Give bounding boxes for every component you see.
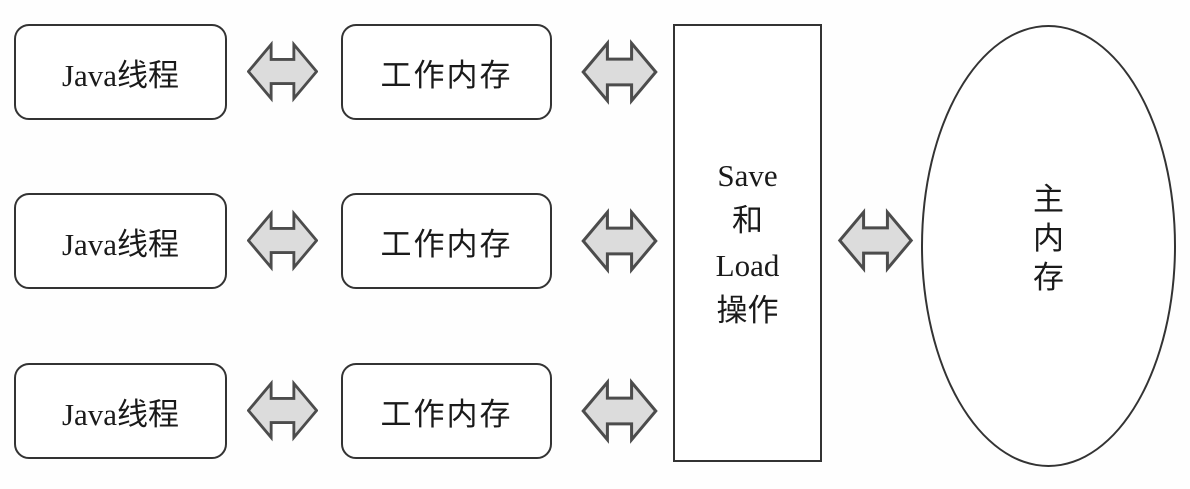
main-memory-label: 主 内 存 xyxy=(1033,180,1064,297)
double-arrow-icon xyxy=(247,209,318,272)
main-memory-char: 存 xyxy=(1033,259,1064,295)
double-arrow-icon xyxy=(247,40,318,103)
save-load-line: 和 xyxy=(732,203,763,238)
double-arrow-icon xyxy=(581,39,658,105)
java-thread-box-1: Java线程 xyxy=(14,24,227,120)
save-load-line: 操作 xyxy=(716,293,779,328)
java-thread-label: Java线程 xyxy=(61,57,180,93)
main-memory-char: 主 xyxy=(1033,181,1064,217)
save-load-box: Save 和 Load 操作 xyxy=(673,24,822,462)
main-memory-ellipse: 主 内 存 xyxy=(921,25,1176,467)
working-memory-box-3: 工作内存 xyxy=(341,363,552,459)
double-arrow-icon xyxy=(837,208,914,273)
working-memory-label: 工作内存 xyxy=(380,57,513,93)
main-memory-char: 内 xyxy=(1033,220,1064,256)
java-thread-label: Java线程 xyxy=(61,226,180,262)
double-arrow-icon xyxy=(581,378,658,444)
working-memory-box-2: 工作内存 xyxy=(341,193,552,289)
java-thread-label: Java线程 xyxy=(61,396,180,432)
java-thread-box-2: Java线程 xyxy=(14,193,227,289)
save-load-line: Load xyxy=(715,248,780,283)
working-memory-label: 工作内存 xyxy=(380,396,513,432)
save-load-line: Save xyxy=(717,158,778,193)
java-thread-box-3: Java线程 xyxy=(14,363,227,459)
working-memory-label: 工作内存 xyxy=(380,226,513,262)
working-memory-box-1: 工作内存 xyxy=(341,24,552,120)
double-arrow-icon xyxy=(581,208,658,274)
double-arrow-icon xyxy=(247,379,318,442)
